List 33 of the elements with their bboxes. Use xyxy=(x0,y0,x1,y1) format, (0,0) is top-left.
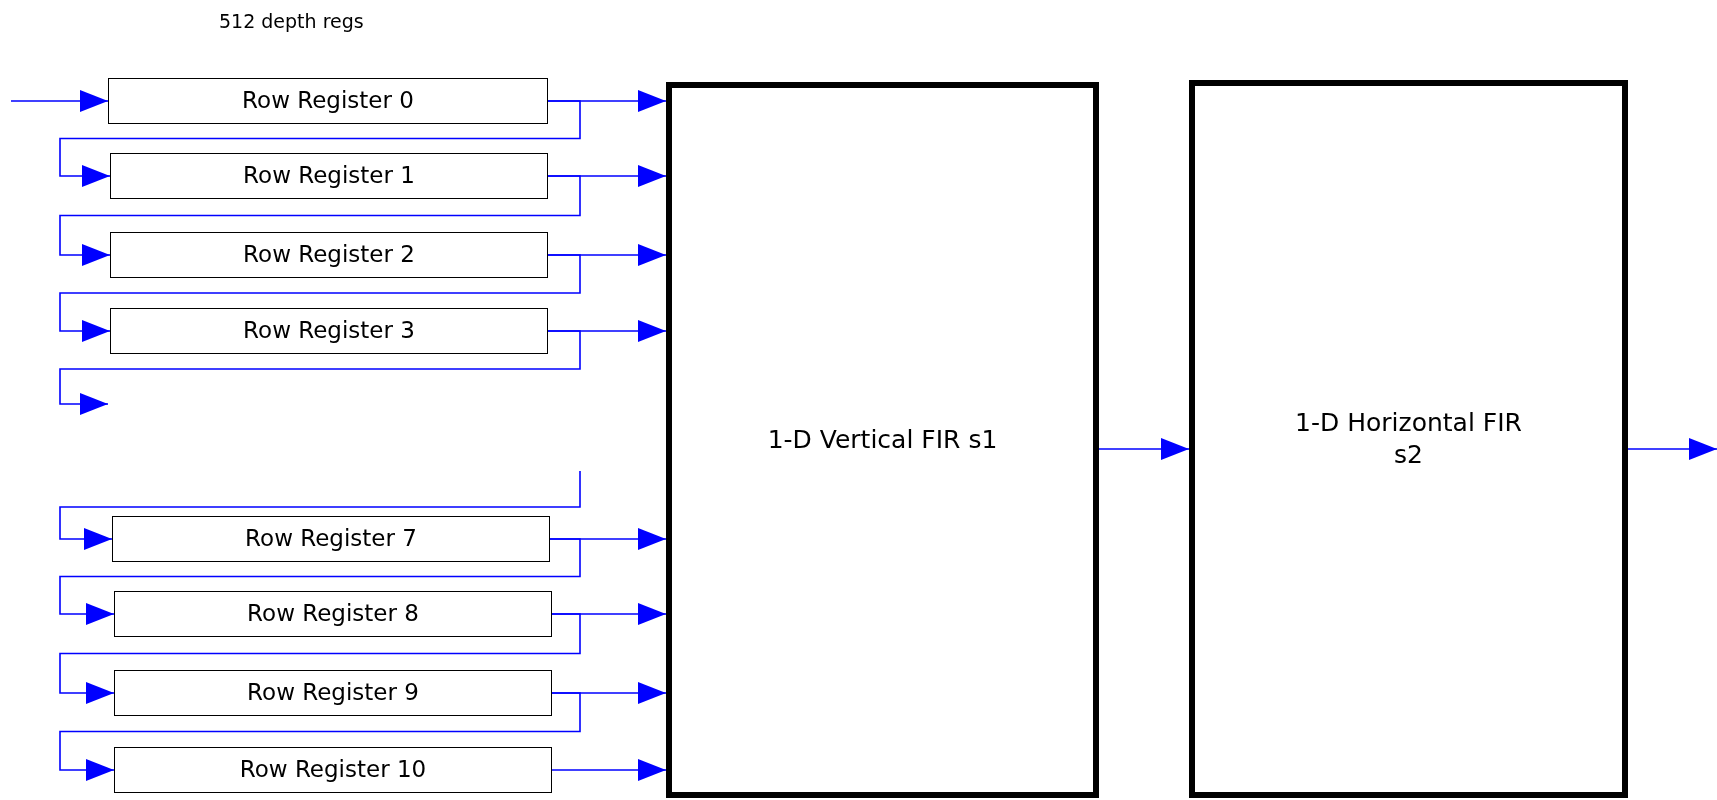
filter-block xyxy=(1189,80,1628,798)
block-label: Row Register 2 xyxy=(243,240,415,270)
register-box xyxy=(110,232,548,278)
arrow xyxy=(59,692,581,781)
block-label: Row Register 1 xyxy=(243,161,415,191)
arrow xyxy=(59,254,581,342)
arrow xyxy=(551,759,667,781)
block-label: Row Register 3 xyxy=(243,316,415,346)
arrow xyxy=(10,90,109,112)
arrow xyxy=(59,330,581,415)
register-box xyxy=(112,516,550,562)
block-label: 1-D Vertical FIR s1 xyxy=(766,423,999,456)
note-label: 512 depth regs xyxy=(219,10,364,32)
register-box xyxy=(114,670,552,716)
arrow xyxy=(59,470,581,550)
arrow xyxy=(59,100,581,187)
block-label: 1-D Horizontal FIR s2 xyxy=(1294,406,1523,471)
block-label: Row Register 8 xyxy=(247,599,419,629)
block-label: Row Register 10 xyxy=(239,755,427,785)
register-box xyxy=(110,308,548,354)
register-box xyxy=(114,591,552,637)
arrow xyxy=(1627,438,1717,460)
block-label: Row Register 0 xyxy=(242,86,414,116)
block-label: Row Register 9 xyxy=(247,678,419,708)
arrow xyxy=(1098,438,1190,460)
register-box xyxy=(110,153,548,199)
arrow xyxy=(59,538,581,625)
filter-block xyxy=(666,82,1099,798)
arrow xyxy=(59,175,581,266)
arrow xyxy=(59,613,581,704)
block-label: Row Register 7 xyxy=(245,524,417,554)
register-box xyxy=(114,747,552,793)
register-box xyxy=(108,78,548,124)
